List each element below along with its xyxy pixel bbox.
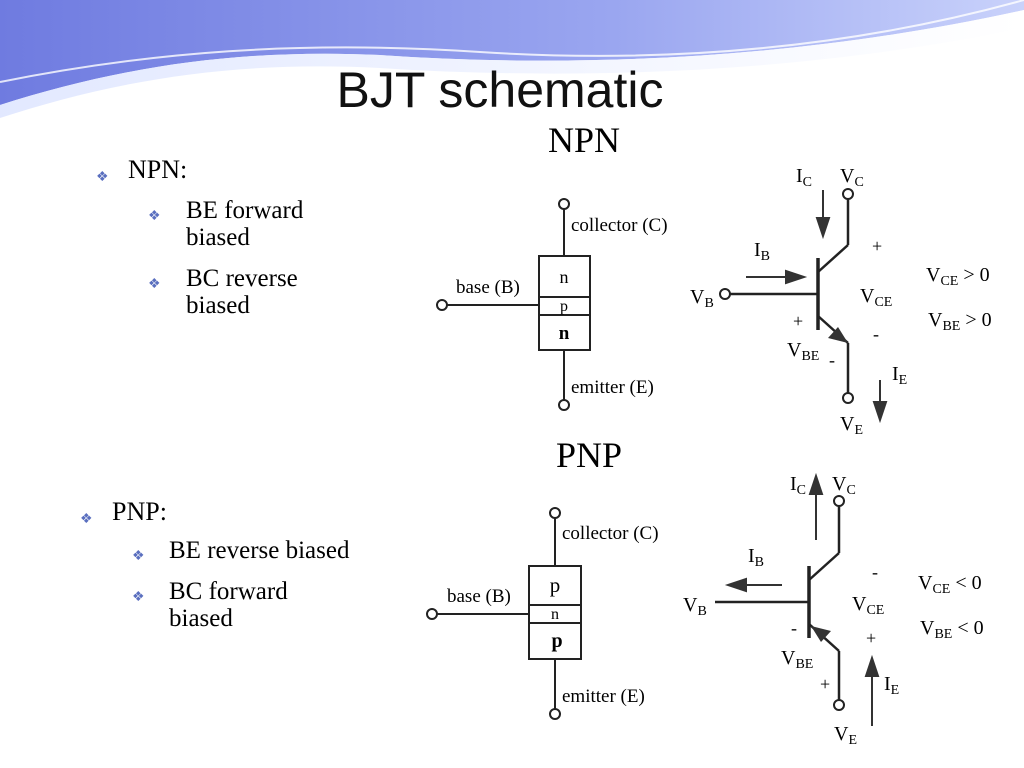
pnp-ve-label: VE (834, 723, 857, 748)
npn-vbe-label: VBE (787, 339, 819, 364)
pnp-condition-vbe: VBE < 0 (920, 617, 984, 642)
npn-bullet-list: ❖ NPN: ❖ BE forward biased ❖ BC reverse … (96, 155, 356, 319)
pnp-collector-label: collector (C) (562, 523, 659, 544)
npn-vce-minus: - (873, 324, 879, 344)
pnp-ib-label: IB (748, 545, 764, 570)
npn-sym-collector-terminal (842, 188, 854, 200)
pnp-ie-label: IE (884, 673, 899, 698)
pnp-bullet-item: ❖ BC forward biased (80, 578, 329, 632)
npn-collector-terminal (558, 198, 570, 210)
pnp-sym-collector-diag (808, 552, 840, 581)
pnp-bullet-list: ❖ PNP: ❖ BE reverse biased ❖ BC forward … (80, 497, 400, 632)
pnp-heading: PNP (556, 435, 623, 475)
pnp-bullet-text: BE reverse biased (169, 537, 350, 564)
diamond-bullet-icon: ❖ (132, 590, 145, 605)
npn-symbol (719, 188, 854, 404)
npn-ie-arrow-icon (872, 401, 888, 424)
pnp-vce-plus: + (866, 628, 876, 648)
npn-layer-label: p (560, 298, 568, 315)
npn-layer-stack (538, 255, 591, 351)
pnp-vbe-plus: + (820, 674, 830, 694)
pnp-ic-label: IC (790, 473, 806, 498)
pnp-emitter-arrow-icon (811, 626, 831, 642)
pnp-vce-minus: - (872, 562, 878, 582)
npn-vce-label: VCE (860, 285, 892, 310)
slide-title: BJT schematic (336, 62, 664, 118)
npn-layer-label: n (559, 323, 570, 344)
npn-bullet-title: NPN: (128, 155, 188, 184)
npn-condition-vce: VCE > 0 (926, 264, 990, 289)
pnp-bullet-title-item: ❖ PNP: (80, 497, 400, 527)
npn-emitter-terminal (558, 399, 570, 411)
npn-emitter-arrow-icon (828, 327, 848, 343)
npn-vce-plus: + (872, 236, 882, 256)
pnp-sym-collector-terminal (833, 495, 845, 507)
pnp-sym-emitter-terminal (833, 699, 845, 711)
npn-emitter-label: emitter (E) (571, 377, 654, 398)
npn-vbe-plus: + (793, 311, 803, 331)
pnp-vb-label: VB (683, 594, 707, 619)
npn-bullet-title-item: ❖ NPN: (96, 155, 356, 185)
diamond-bullet-icon: ❖ (96, 170, 109, 185)
pnp-base-terminal (426, 608, 438, 620)
diamond-bullet-icon: ❖ (148, 209, 161, 224)
pnp-condition-vce: VCE < 0 (918, 572, 982, 597)
diamond-bullet-icon: ❖ (80, 512, 93, 527)
npn-ie-label: IE (892, 363, 907, 388)
npn-vbe-minus: - (829, 350, 835, 370)
pnp-layer-label: p (550, 573, 561, 597)
pnp-ib-arrow-icon (724, 577, 747, 593)
pnp-bullet-item: ❖ BE reverse biased (80, 537, 400, 564)
pnp-current-arrows (724, 472, 880, 726)
pnp-ic-arrow-icon (808, 472, 824, 495)
pnp-vce-label: VCE (852, 593, 884, 618)
npn-bullet-item: ❖ BE forward biased (96, 197, 346, 251)
pnp-emitter-label: emitter (E) (562, 686, 645, 707)
npn-bullet-text: BE forward biased (186, 197, 304, 251)
npn-vb-label: VB (690, 286, 714, 311)
pnp-structure (426, 507, 582, 720)
pnp-base-label: base (B) (447, 586, 511, 607)
npn-sym-base-terminal (719, 288, 731, 300)
npn-base-label: base (B) (456, 277, 520, 298)
npn-ic-label: IC (796, 165, 812, 190)
npn-ic-arrow-icon (815, 217, 831, 240)
npn-collector-label: collector (C) (571, 215, 668, 236)
npn-heading: NPN (548, 120, 621, 160)
pnp-vbe-label: VBE (781, 647, 813, 672)
pnp-bullet-title: PNP: (112, 497, 167, 526)
npn-condition-vbe: VBE > 0 (928, 309, 992, 334)
pnp-collector-terminal (549, 507, 561, 519)
diamond-bullet-icon: ❖ (148, 277, 161, 292)
npn-layer-label: n (560, 267, 569, 287)
npn-structure (436, 198, 591, 411)
pnp-bullet-text: BC forward biased (169, 578, 288, 632)
npn-base-terminal (436, 299, 448, 311)
npn-sym-emitter-terminal (842, 392, 854, 404)
pnp-layer-label: p (551, 630, 562, 652)
pnp-emitter-terminal (549, 708, 561, 720)
npn-ib-arrow-icon (785, 269, 808, 285)
pnp-vc-label: VC (832, 473, 856, 498)
npn-ve-label: VE (840, 413, 863, 438)
npn-vc-label: VC (840, 165, 864, 190)
diamond-bullet-icon: ❖ (132, 549, 145, 564)
npn-bullet-item: ❖ BC reverse biased (96, 265, 346, 319)
npn-bullet-text: BC reverse biased (186, 265, 298, 319)
npn-current-arrows (746, 190, 888, 424)
pnp-ie-arrow-icon (864, 654, 880, 677)
npn-ib-label: IB (754, 239, 770, 264)
npn-sym-collector-diag (817, 244, 849, 273)
pnp-layer-label: n (551, 606, 559, 623)
pnp-vbe-minus: - (791, 618, 797, 638)
